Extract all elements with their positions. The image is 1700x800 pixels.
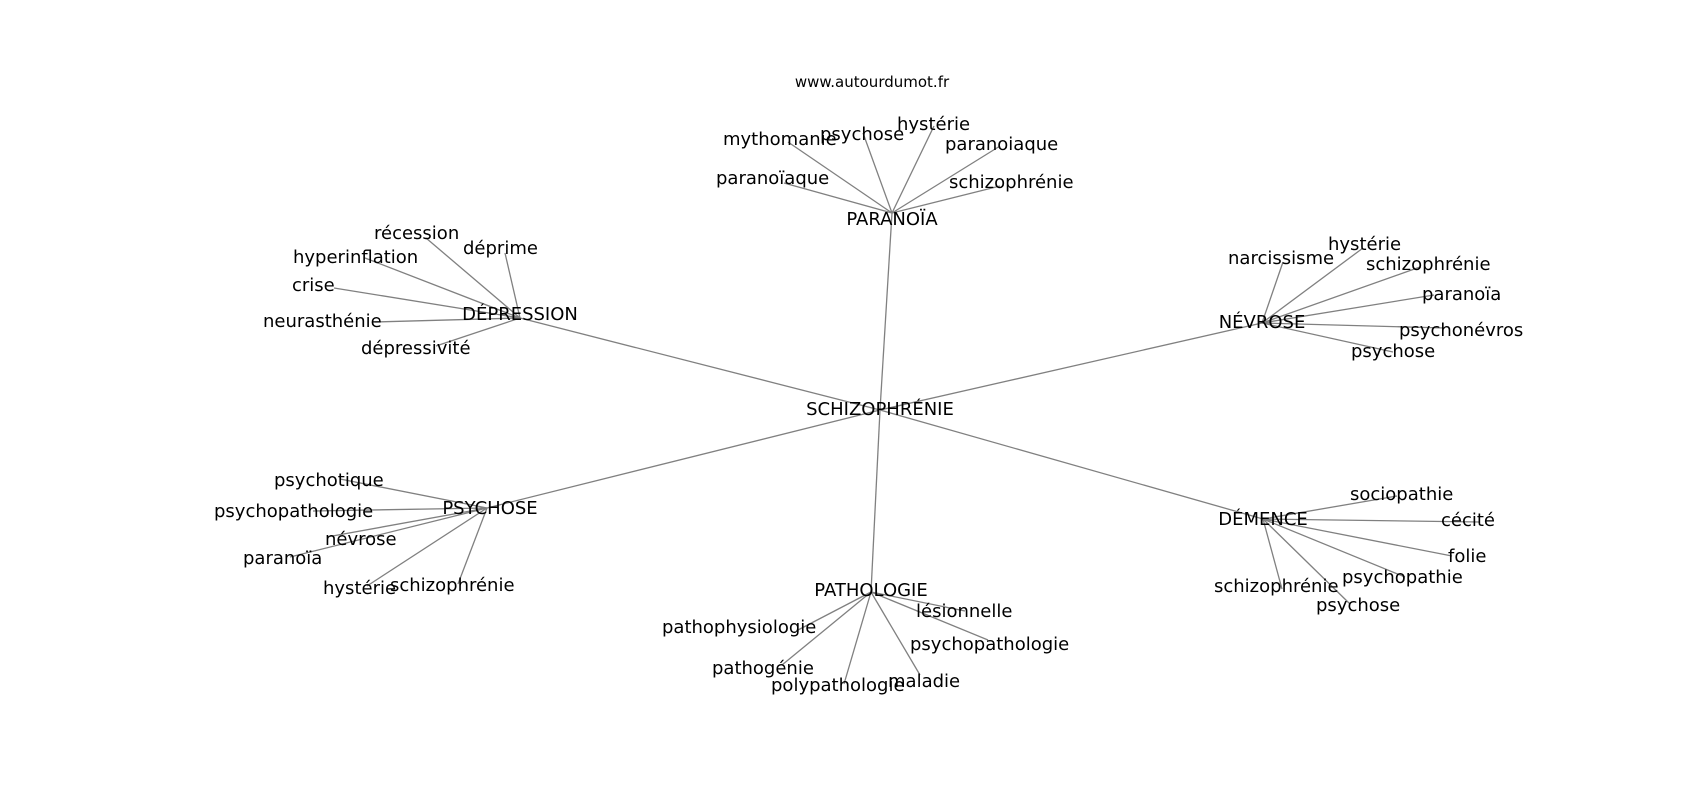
- leaf-node-label[interactable]: dépressivité: [361, 338, 471, 359]
- leaf-node-label[interactable]: paranoïaque: [716, 168, 829, 189]
- edge-hub-to-leaf: [435, 317, 521, 347]
- edge-root-to-hub: [879, 322, 1263, 411]
- edge-hub-to-leaf: [783, 182, 893, 214]
- leaf-node-label[interactable]: paranoïa: [243, 548, 322, 569]
- edge-hub-to-leaf: [425, 237, 521, 319]
- edge-hub-to-leaf: [1262, 518, 1283, 590]
- edge-root-to-hub: [870, 409, 881, 593]
- leaf-node-label[interactable]: pathophysiologie: [662, 617, 816, 638]
- edge-hub-to-leaf: [1261, 322, 1446, 329]
- edge-hub-to-leaf: [1261, 261, 1284, 324]
- edge-hub-to-leaf: [457, 507, 488, 585]
- leaf-node-label[interactable]: paranoiaque: [945, 134, 1058, 155]
- leaf-node-label[interactable]: psychopathie: [1342, 567, 1463, 588]
- labels-layer: SCHIZOPHRÉNIEPARANOÏAmythomaniepsychoseh…: [214, 114, 1523, 696]
- edge-hub-to-leaf: [1262, 518, 1481, 523]
- edge-root-to-hub: [486, 409, 881, 509]
- leaf-node-label[interactable]: névrose: [325, 529, 397, 550]
- edge-hub-to-leaf: [364, 257, 521, 319]
- leaf-node-label[interactable]: déprime: [463, 238, 538, 259]
- edge-hub-to-leaf: [504, 252, 521, 319]
- edge-hub-to-leaf: [891, 125, 935, 214]
- leaf-node-label[interactable]: psychonévros: [1399, 320, 1523, 341]
- leaf-node-label[interactable]: psychose: [1316, 595, 1400, 616]
- edge-hub-to-leaf: [781, 591, 872, 666]
- edge-hub-to-leaf: [870, 591, 921, 676]
- hub-node-label[interactable]: DÉPRESSION: [462, 303, 578, 325]
- leaf-node-label[interactable]: schizophrénie: [1366, 254, 1491, 275]
- leaf-node-label[interactable]: hystérie: [1328, 234, 1401, 255]
- edge-root-to-hub: [879, 409, 1264, 520]
- leaf-node-label[interactable]: narcissisme: [1228, 248, 1334, 269]
- edge-hub-to-leaf: [891, 145, 1001, 214]
- leaf-node-label[interactable]: schizophrénie: [1214, 576, 1339, 597]
- root-node-label[interactable]: SCHIZOPHRÉNIE: [806, 398, 954, 420]
- leaf-node-label[interactable]: pathogénie: [712, 658, 814, 679]
- site-url: www.autourdumot.fr: [795, 73, 950, 91]
- edge-hub-to-leaf: [870, 591, 989, 641]
- leaf-node-label[interactable]: polypathologie: [771, 675, 905, 696]
- edge-hub-to-leaf: [1262, 518, 1453, 557]
- edge-hub-to-leaf: [1262, 518, 1406, 578]
- edge-hub-to-leaf: [312, 507, 488, 512]
- leaf-node-label[interactable]: maladie: [888, 671, 960, 692]
- edge-hub-to-leaf: [870, 591, 966, 612]
- edge-hub-to-leaf: [1261, 294, 1435, 324]
- edge-hub-to-leaf: [339, 478, 488, 509]
- edge-hub-to-leaf: [333, 287, 521, 319]
- leaf-node-label[interactable]: hystérie: [897, 114, 970, 135]
- leaf-node-label[interactable]: crise: [292, 275, 335, 296]
- hub-node-label[interactable]: PARANOÏA: [846, 209, 938, 230]
- edge-hub-to-leaf: [1261, 247, 1364, 324]
- edge-root-to-hub: [879, 212, 893, 411]
- leaf-node-label[interactable]: hystérie: [323, 578, 396, 599]
- leaf-node-label[interactable]: schizophrénie: [390, 575, 515, 596]
- leaf-node-label[interactable]: psychopathologie: [214, 501, 373, 522]
- leaf-node-label[interactable]: folie: [1448, 546, 1486, 567]
- edge-hub-to-leaf: [374, 317, 521, 323]
- leaf-node-label[interactable]: schizophrénie: [949, 172, 1074, 193]
- edge-hub-to-leaf: [862, 132, 893, 214]
- leaf-node-label[interactable]: neurasthénie: [263, 311, 382, 332]
- leaf-node-label[interactable]: sociopathie: [1350, 484, 1453, 505]
- edge-hub-to-leaf: [1262, 495, 1398, 520]
- hub-node-label[interactable]: PSYCHOSE: [442, 498, 537, 519]
- edge-hub-to-leaf: [366, 507, 488, 587]
- leaf-node-label[interactable]: hyperinflation: [293, 247, 418, 268]
- hub-node-label[interactable]: NÉVROSE: [1219, 311, 1306, 333]
- edge-hub-to-leaf: [891, 185, 1001, 214]
- leaf-node-label[interactable]: lésionnelle: [916, 601, 1012, 622]
- leaf-node-label[interactable]: cécité: [1441, 510, 1495, 531]
- edge-hub-to-leaf: [289, 507, 488, 558]
- leaf-node-label[interactable]: récession: [374, 223, 459, 244]
- leaf-node-label[interactable]: psychopathologie: [910, 634, 1069, 655]
- leaf-node-label[interactable]: paranoïa: [1422, 284, 1501, 305]
- hub-node-label[interactable]: PATHOLOGIE: [814, 580, 928, 601]
- edge-hub-to-leaf: [1261, 266, 1421, 324]
- leaf-node-label[interactable]: mythomanie: [723, 129, 837, 150]
- edge-hub-to-leaf: [787, 141, 893, 214]
- edge-hub-to-leaf: [1262, 518, 1351, 605]
- edge-hub-to-leaf: [797, 591, 872, 631]
- edge-root-to-hub: [519, 317, 881, 411]
- edge-hub-to-leaf: [326, 507, 488, 538]
- edges-layer: [289, 125, 1481, 685]
- leaf-node-label[interactable]: psychotique: [274, 470, 384, 491]
- leaf-node-label[interactable]: psychose: [1351, 341, 1435, 362]
- edge-hub-to-leaf: [1261, 322, 1394, 353]
- leaf-node-label[interactable]: psychose: [820, 124, 904, 145]
- hub-node-label[interactable]: DÉMENCE: [1218, 508, 1308, 530]
- edge-hub-to-leaf: [843, 591, 872, 685]
